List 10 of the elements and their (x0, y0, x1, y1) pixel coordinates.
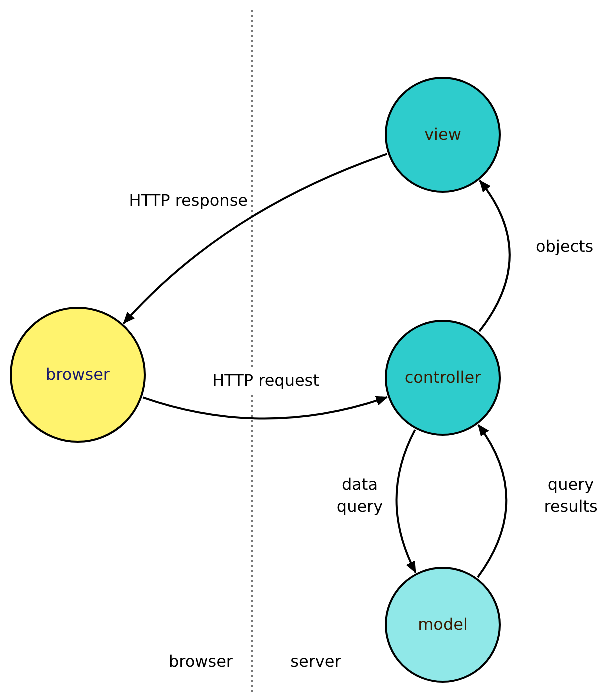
arrow (142, 396, 388, 420)
node-label: model (418, 614, 468, 636)
region-label: server (290, 651, 342, 673)
node-label: controller (404, 367, 482, 389)
region-label: browser (168, 651, 234, 673)
node-label: view (424, 124, 462, 146)
arrow (478, 180, 511, 332)
arrow (396, 430, 417, 574)
node-label: browser (46, 364, 110, 386)
arrow (477, 424, 508, 578)
